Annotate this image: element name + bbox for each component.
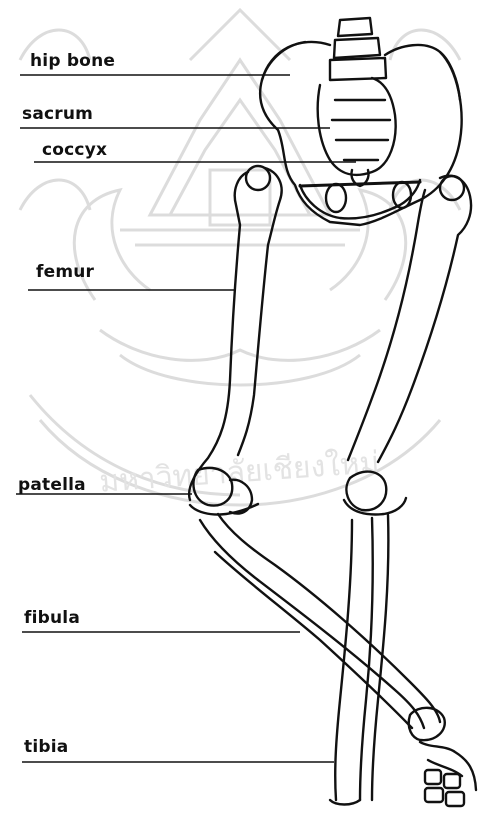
right-tibia <box>335 520 352 800</box>
label-coccyx: coccyx <box>42 142 107 159</box>
lumbar-vertebrae <box>338 18 372 36</box>
pelvis-outline <box>260 42 461 225</box>
label-hip-bone: hip bone <box>30 53 115 70</box>
label-tibia: tibia <box>24 739 68 756</box>
label-sacrum: sacrum <box>22 106 93 123</box>
label-fibula: fibula <box>24 610 80 627</box>
right-femur <box>378 176 471 462</box>
label-femur: femur <box>36 264 94 281</box>
right-patella <box>346 472 386 511</box>
left-tibia <box>200 520 424 728</box>
left-patella <box>193 468 232 506</box>
leader-lines <box>16 75 356 762</box>
label-patella: patella <box>18 477 86 494</box>
